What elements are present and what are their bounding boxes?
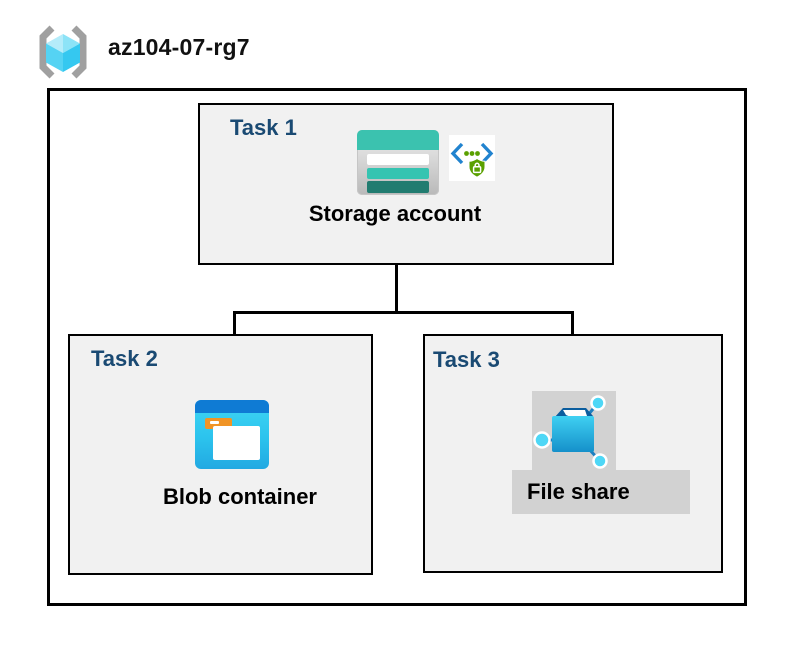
task1-title: Task 1 <box>230 115 297 140</box>
task3-title: Task 3 <box>433 347 500 372</box>
task2-box: Task 2 Blob container <box>68 334 373 575</box>
task1-box: Task 1 Storage account <box>198 103 614 265</box>
task2-title: Task 2 <box>91 346 158 371</box>
secure-endpoint-icon <box>449 135 495 181</box>
resource-group-icon <box>33 23 93 81</box>
blob-container-label: Blob container <box>162 484 317 509</box>
connector-horizontal <box>233 311 574 314</box>
connector-storage-stem <box>395 235 398 313</box>
blob-container-icon <box>195 400 269 469</box>
storage-account-icon <box>357 130 439 195</box>
file-share-label-badge: File share <box>512 470 690 514</box>
file-share-label: File share <box>527 479 630 504</box>
task3-box: Task 3 File share <box>423 334 723 573</box>
storage-account-label: Storage account <box>308 201 482 226</box>
file-share-icon <box>532 391 616 470</box>
resource-group-name: az104-07-rg7 <box>108 34 250 60</box>
